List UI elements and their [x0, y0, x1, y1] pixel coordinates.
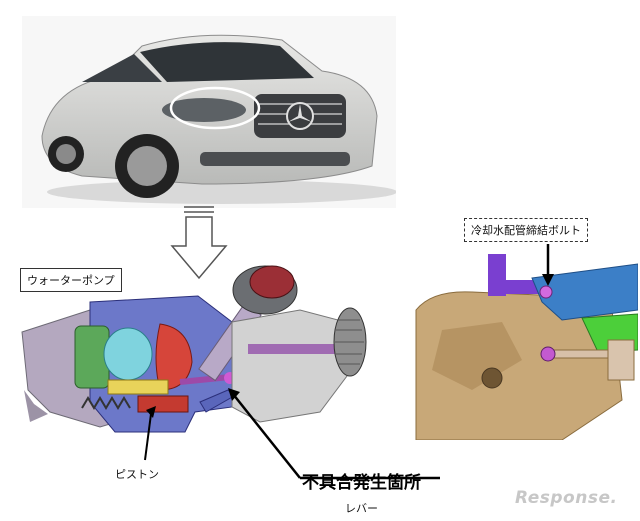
lever-label: レバー	[345, 502, 378, 515]
car-illustration	[22, 16, 396, 208]
response-watermark: Response.	[515, 488, 618, 508]
car-photo	[22, 16, 396, 208]
down-arrow-icon	[170, 206, 228, 280]
defect-location-label: 不具合発生箇所	[302, 473, 421, 493]
water-pump-label: ウォーターポンプ	[20, 268, 122, 292]
bolt-closeup	[412, 240, 639, 441]
bolt-label: 冷却水配管締結ボルト	[464, 218, 588, 242]
piston-label: ピストン	[115, 468, 159, 481]
